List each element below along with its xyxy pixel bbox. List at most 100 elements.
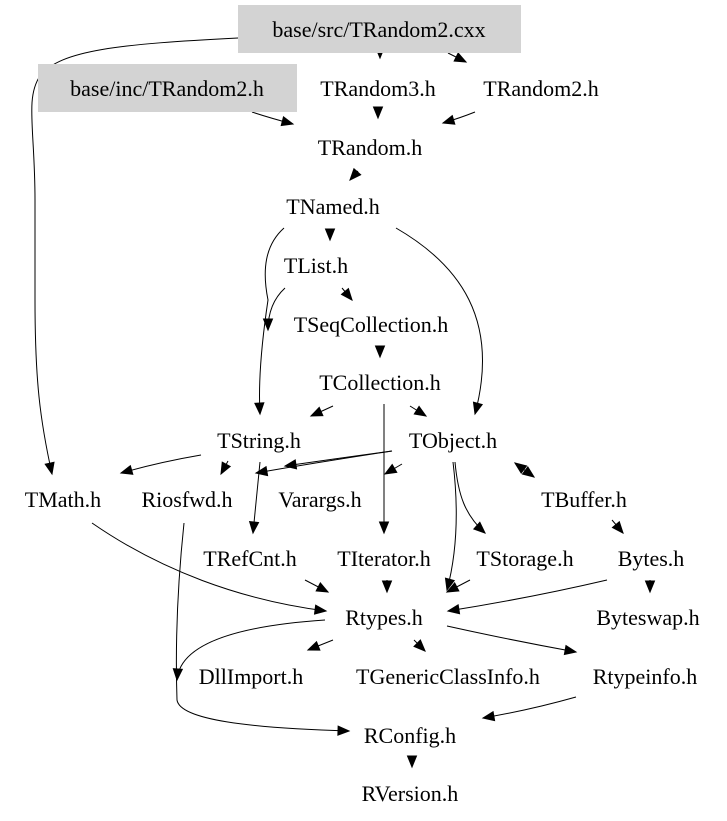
node-rversion-h: RVersion.h	[362, 781, 459, 806]
arrowhead	[172, 668, 184, 682]
arrowhead	[413, 639, 426, 652]
edge-tobject_h-to-titerator_h	[383, 463, 403, 475]
node-riosfwd-h: Riosfwd.h	[141, 487, 232, 512]
node-label: TRefCnt.h	[203, 546, 297, 571]
node-bytes-h: Bytes.h	[618, 546, 685, 571]
node-label: TCollection.h	[319, 370, 441, 395]
node-label: TMath.h	[25, 487, 101, 512]
edge-trefcnt_h-to-rtypes_h	[304, 579, 330, 593]
nodes-layer: base/src/TRandom2.cxx base/inc/TRandom2.h…	[25, 5, 700, 806]
arrowhead	[472, 401, 484, 416]
arrowhead	[340, 287, 353, 302]
arrowhead	[254, 402, 265, 416]
edge-rtypeinfo_h-to-rconfig_h	[481, 696, 577, 722]
arrowhead	[481, 710, 496, 722]
arrowhead	[337, 725, 351, 736]
edge-bytes_h-to-rtypes_h	[446, 579, 608, 615]
edge-line	[255, 450, 393, 474]
edge-tobject_h-to-tbuffer_h	[513, 462, 536, 478]
arrowhead	[280, 116, 295, 127]
arrowhead	[119, 464, 134, 475]
edge-tlist_h-to-tseqcollection_h	[340, 287, 353, 302]
edge-tstring_h-to-riosfwd_h	[220, 460, 232, 476]
node-label: base/inc/TRandom2.h	[70, 76, 264, 101]
edge-tcollection_h-to-tstring_h	[309, 405, 334, 417]
node-trandom2-h: TRandom2.h	[483, 76, 599, 101]
arrowhead	[453, 52, 468, 63]
edge-tcollection_h-to-tobject_h	[409, 405, 428, 417]
node-tbuffer-h: TBuffer.h	[541, 487, 627, 512]
edge-rtypes_h-to-dllimport_h	[306, 639, 334, 651]
arrowhead	[313, 604, 328, 615]
node-label: base/src/TRandom2.cxx	[272, 17, 485, 42]
node-tstring-h: TString.h	[217, 428, 301, 453]
arrowhead	[521, 465, 536, 478]
edge-rtypes_h-to-rtypeinfo_h	[446, 625, 578, 656]
node-label: DllImport.h	[199, 664, 304, 689]
node-label: TBuffer.h	[541, 487, 627, 512]
arrowhead	[644, 580, 656, 594]
node-label: TGenericClassInfo.h	[356, 664, 540, 689]
edge-rtypes_h-to-tgenericclassinfo_h	[413, 639, 426, 652]
edge-trandom_h-to-tnamed_h	[349, 167, 362, 181]
arrowhead	[381, 580, 393, 594]
edges-layer	[31, 37, 656, 769]
node-label: Rtypeinfo.h	[593, 664, 698, 689]
arrowhead	[262, 318, 274, 332]
node-trefcnt-h: TRefCnt.h	[203, 546, 297, 571]
edge-rtypes_h-to-rconfig_h	[172, 619, 326, 682]
arrowhead	[306, 640, 321, 651]
edge-tobject_h-to-tstorage_h	[454, 461, 486, 534]
node-label: Riosfwd.h	[141, 487, 232, 512]
node-rtypeinfo-h: Rtypeinfo.h	[593, 664, 698, 689]
node-rconfig-h: RConfig.h	[364, 723, 456, 748]
arrowhead	[406, 755, 418, 769]
edge-tbuffer_h-to-bytes_h	[611, 519, 624, 535]
node-varargs-h: Varargs.h	[278, 487, 361, 512]
node-label: RConfig.h	[364, 723, 456, 748]
node-tseqcollection-h: TSeqCollection.h	[294, 312, 449, 337]
arrowhead	[372, 106, 384, 120]
edge-trandom2_h-to-trandom_h	[441, 111, 476, 125]
node-label: TRandom3.h	[320, 76, 436, 101]
node-label: TList.h	[284, 253, 348, 278]
node-byteswap-h: Byteswap.h	[596, 605, 699, 630]
edge-rconfig_h-to-rversion_h	[406, 755, 418, 769]
edge-tstring_h-to-tmath_h	[119, 454, 202, 475]
edge-trandom2_cxx-to-trandom2_h	[447, 52, 468, 63]
edge-trandom2_h_inc-to-trandom_h	[251, 111, 295, 127]
edge-tobject_h-to-rtypes_h	[444, 461, 457, 592]
arrowhead	[349, 167, 362, 181]
node-label: TRandom.h	[318, 135, 423, 160]
node-tgenericclassinfo-h: TGenericClassInfo.h	[356, 664, 540, 689]
arrowhead	[441, 114, 456, 125]
arrowhead	[413, 405, 428, 417]
edge-tnamed_h-to-tobject_h	[395, 227, 484, 416]
arrowhead	[383, 463, 398, 475]
node-label: Rtypes.h	[345, 605, 423, 630]
edge-trandom3_h-to-trandom_h	[372, 106, 384, 120]
node-label: TObject.h	[409, 428, 497, 453]
node-label: Varargs.h	[278, 487, 361, 512]
arrowhead	[563, 644, 578, 656]
edge-tnamed_h-to-tstring_h	[254, 227, 285, 416]
node-rtypes-h: Rtypes.h	[345, 605, 423, 630]
edge-tobject_h-to-riosfwd_h	[254, 450, 393, 477]
node-tobject-h: TObject.h	[409, 428, 497, 453]
arrowhead	[444, 577, 456, 592]
edge-line	[91, 522, 327, 612]
arrowhead	[44, 461, 55, 476]
arrowhead	[220, 461, 232, 476]
node-tlist-h: TList.h	[284, 253, 348, 278]
arrowhead	[248, 521, 260, 535]
arrowhead	[445, 582, 460, 593]
node-tstorage-h: TStorage.h	[476, 546, 573, 571]
node-label: TStorage.h	[476, 546, 573, 571]
arrowhead	[324, 228, 336, 242]
node-label: Byteswap.h	[596, 605, 699, 630]
arrowhead	[254, 465, 269, 477]
edge-line	[447, 579, 608, 612]
node-label: Bytes.h	[618, 546, 685, 571]
